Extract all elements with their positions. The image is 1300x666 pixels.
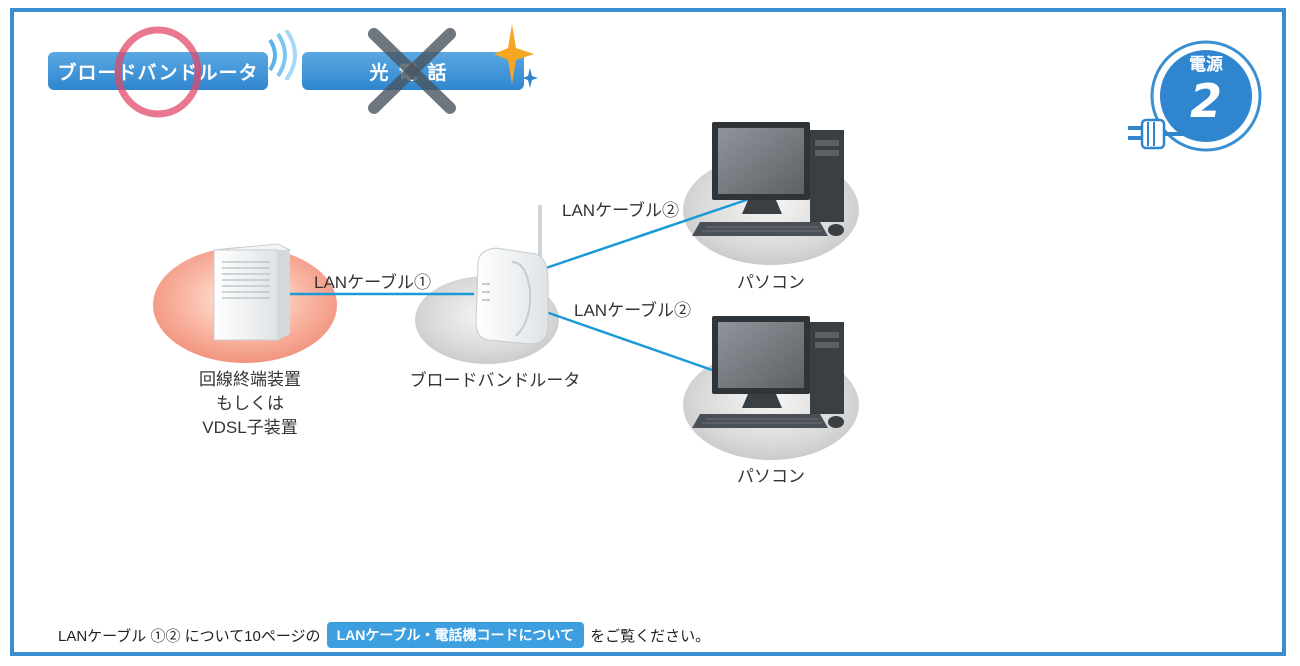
cable-2-top — [545, 196, 753, 270]
power-number: 2 — [1189, 74, 1222, 128]
onu-device-icon — [212, 243, 292, 341]
pc-top-icon — [692, 122, 844, 236]
power-badge-circle — [1150, 40, 1262, 152]
cable-2-bottom-label: LANケーブル② — [574, 301, 692, 320]
onu-label-line2: もしくは — [216, 394, 284, 413]
wifi-signal-icon — [268, 30, 297, 80]
selected-circle-icon — [114, 26, 202, 118]
reference-link-badge[interactable]: LANケーブル・電話機コードについて — [326, 622, 585, 648]
router-label: ブロードバンドルータ — [409, 371, 581, 390]
cable-1-label: LANケーブル① — [314, 273, 432, 292]
onu-label: 回線終端装置 もしくは VDSL子装置 — [160, 368, 340, 440]
pc-top-label: パソコン — [737, 273, 805, 292]
sparkle-icon — [494, 24, 538, 88]
tab-router-label: ブロードバンドルータ — [57, 61, 259, 84]
pc-bottom-label: パソコン — [737, 467, 805, 486]
power-plug-icon — [1128, 118, 1200, 150]
cable-2-top-label: LANケーブル② — [562, 201, 680, 220]
onu-label-line3: VDSL子装置 — [202, 418, 298, 437]
pc-bottom-icon — [692, 316, 844, 428]
footer-note: LANケーブル ①② について10ページの LANケーブル・電話機コードについて… — [58, 622, 710, 648]
onu-label-line1: 回線終端装置 — [199, 370, 301, 389]
cable-2-bottom — [545, 310, 713, 372]
footer-suffix: をご覧ください。 — [590, 627, 711, 645]
power-label: 電源 — [1189, 55, 1223, 75]
footer-prefix: LANケーブル ①② について10ページの — [58, 627, 321, 645]
router-device-icon — [475, 205, 549, 345]
not-used-cross-icon — [368, 28, 456, 114]
tab-broadband-router: ブロードバンドルータ — [48, 52, 268, 90]
